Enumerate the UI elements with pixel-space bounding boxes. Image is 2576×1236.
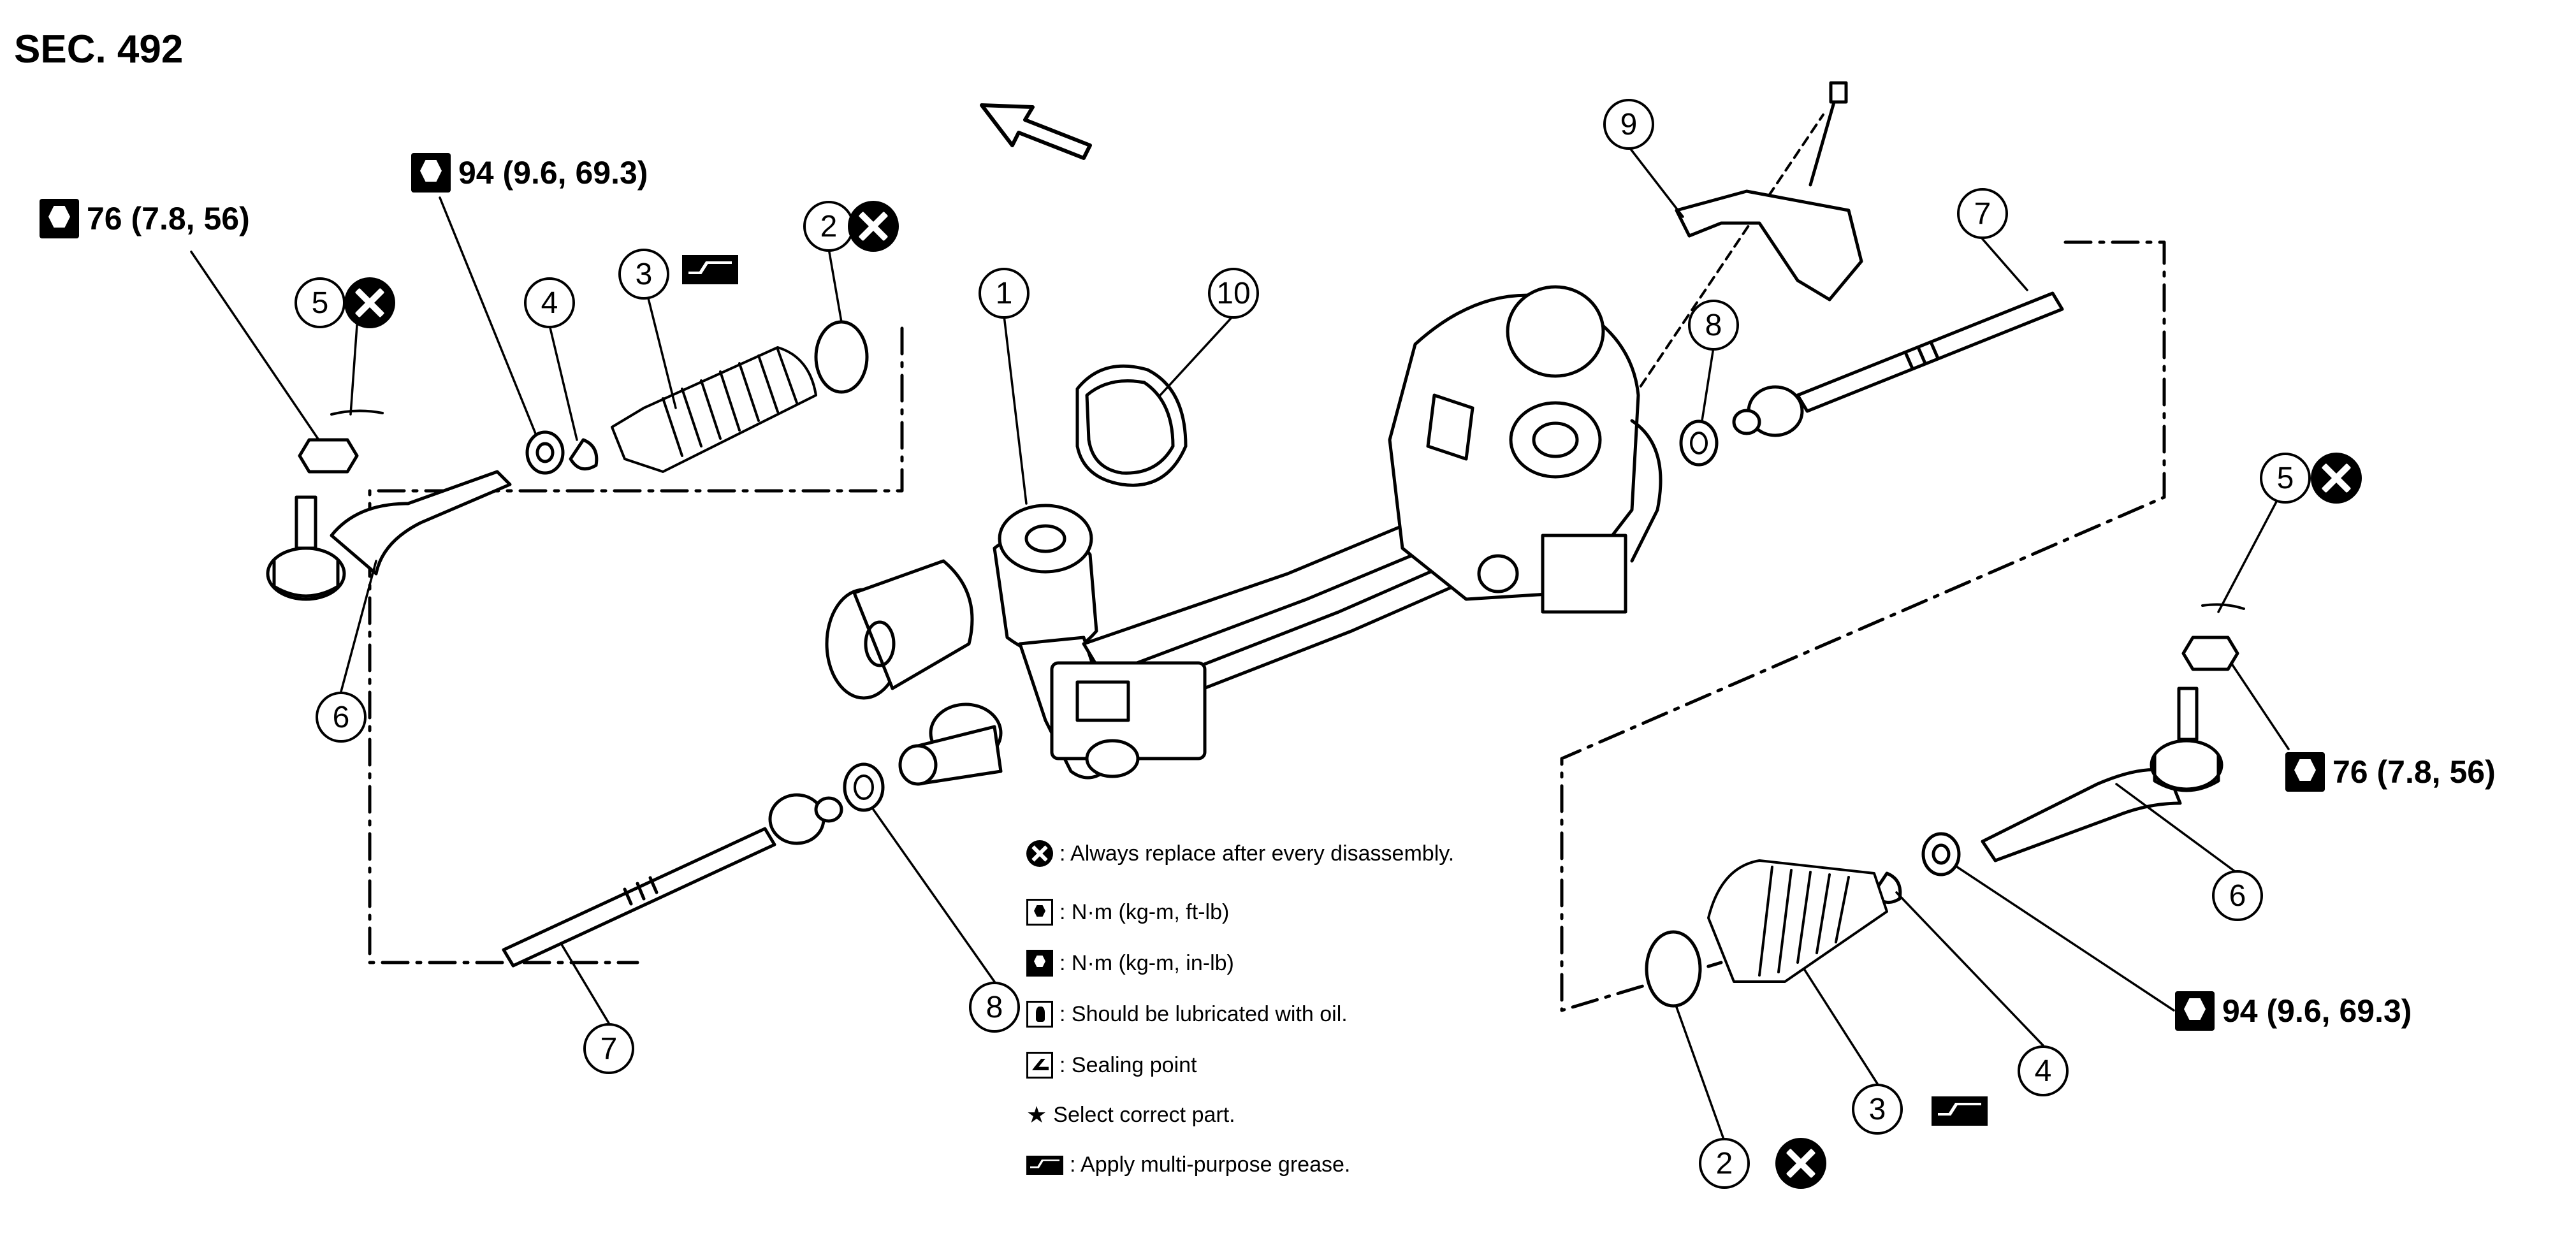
lock-nut-left <box>525 430 565 475</box>
replace-x-icon <box>1026 840 1053 867</box>
callout-3-right: 3 <box>1852 1084 1903 1135</box>
callout-5: 5 <box>295 277 346 328</box>
callout-5-right: 5 <box>2260 453 2311 504</box>
legend-seal: : Sealing point <box>1026 1052 1197 1079</box>
boot-right <box>1707 859 1888 983</box>
callout-8-right: 8 <box>1688 300 1739 351</box>
inner-tie-rod-left <box>502 793 843 968</box>
oil-can-icon <box>1026 1001 1053 1028</box>
inner-tie-rod-right <box>1732 291 2064 437</box>
replace-x-icon <box>344 277 395 328</box>
clip-right <box>1645 930 1702 1008</box>
legend-oil: : Should be lubricated with oil. <box>1026 1001 1348 1028</box>
callout-6-right: 6 <box>2212 870 2263 921</box>
callout-6: 6 <box>316 692 367 743</box>
clip-left <box>814 320 869 394</box>
grease-icon <box>1026 1155 1063 1175</box>
callout-8: 8 <box>969 982 1020 1033</box>
torque-spec-tie-rod-nut-left: 76 (7.8, 56) <box>40 199 250 238</box>
callout-4: 4 <box>524 277 575 328</box>
star-icon: ★ <box>1026 1101 1047 1128</box>
replace-x-icon <box>848 201 899 252</box>
washer-left <box>843 762 885 812</box>
tie-rod-end-right <box>1981 687 2223 862</box>
callout-2: 2 <box>803 201 854 252</box>
washer-right <box>1679 419 1719 467</box>
bracket-part <box>1675 81 1863 302</box>
torque-wrench-icon <box>1026 950 1053 977</box>
torque-wrench-icon <box>411 153 451 193</box>
sealing-point-icon <box>1026 1052 1053 1079</box>
nut-right-castle <box>2181 636 2239 671</box>
callout-4-right: 4 <box>2018 1045 2069 1096</box>
dashed-frame-left-upper <box>368 326 904 964</box>
legend-select: ★ Select correct part. <box>1026 1101 1235 1128</box>
torque-value: 94 (9.6, 69.3) <box>2222 993 2412 1029</box>
torque-spec-lock-nut-right: 94 (9.6, 69.3) <box>2175 991 2412 1031</box>
torque-value: 76 (7.8, 56) <box>87 201 250 236</box>
clamp-left <box>569 438 599 471</box>
grease-icon <box>682 255 738 284</box>
replace-x-icon <box>2311 453 2362 504</box>
torque-spec-lock-nut-left: 94 (9.6, 69.3) <box>411 153 648 193</box>
torque-wrench-icon <box>40 199 79 238</box>
tie-rod-end-left <box>266 470 512 601</box>
steering-gear-assembly <box>825 285 1663 786</box>
callout-7: 7 <box>583 1023 634 1074</box>
legend-grease: : Apply multi-purpose grease. <box>1026 1152 1350 1177</box>
legend-torque-ft: : N·m (kg-m, ft-lb) <box>1026 899 1229 926</box>
torque-wrench-icon <box>2175 991 2215 1031</box>
callout-3: 3 <box>618 249 669 300</box>
grease-icon <box>1932 1096 1988 1126</box>
torque-value: 94 (9.6, 69.3) <box>458 155 648 191</box>
callout-10: 10 <box>1208 268 1259 319</box>
legend-torque-in: : N·m (kg-m, in-lb) <box>1026 950 1234 977</box>
callout-7-right: 7 <box>1957 188 2008 239</box>
boot-left <box>611 346 817 473</box>
dust-cover-part <box>1075 364 1188 487</box>
torque-spec-tie-rod-nut-right: 76 (7.8, 56) <box>2285 752 2496 792</box>
callout-9: 9 <box>1603 99 1654 150</box>
nut-left-castle <box>298 438 359 474</box>
replace-x-icon <box>1775 1138 1826 1189</box>
lock-nut-right <box>1921 832 1961 876</box>
section-title: SEC. 492 <box>14 27 184 71</box>
dashed-frame-right <box>1560 240 2166 1012</box>
legend-replace: : Always replace after every disassembly… <box>1026 840 1454 867</box>
front-direction-arrow-icon <box>980 103 1092 160</box>
callout-1: 1 <box>979 268 1030 319</box>
torque-value: 76 (7.8, 56) <box>2332 754 2496 790</box>
torque-wrench-icon <box>2285 752 2325 792</box>
callout-2-right: 2 <box>1699 1138 1750 1189</box>
torque-wrench-icon <box>1026 899 1053 926</box>
